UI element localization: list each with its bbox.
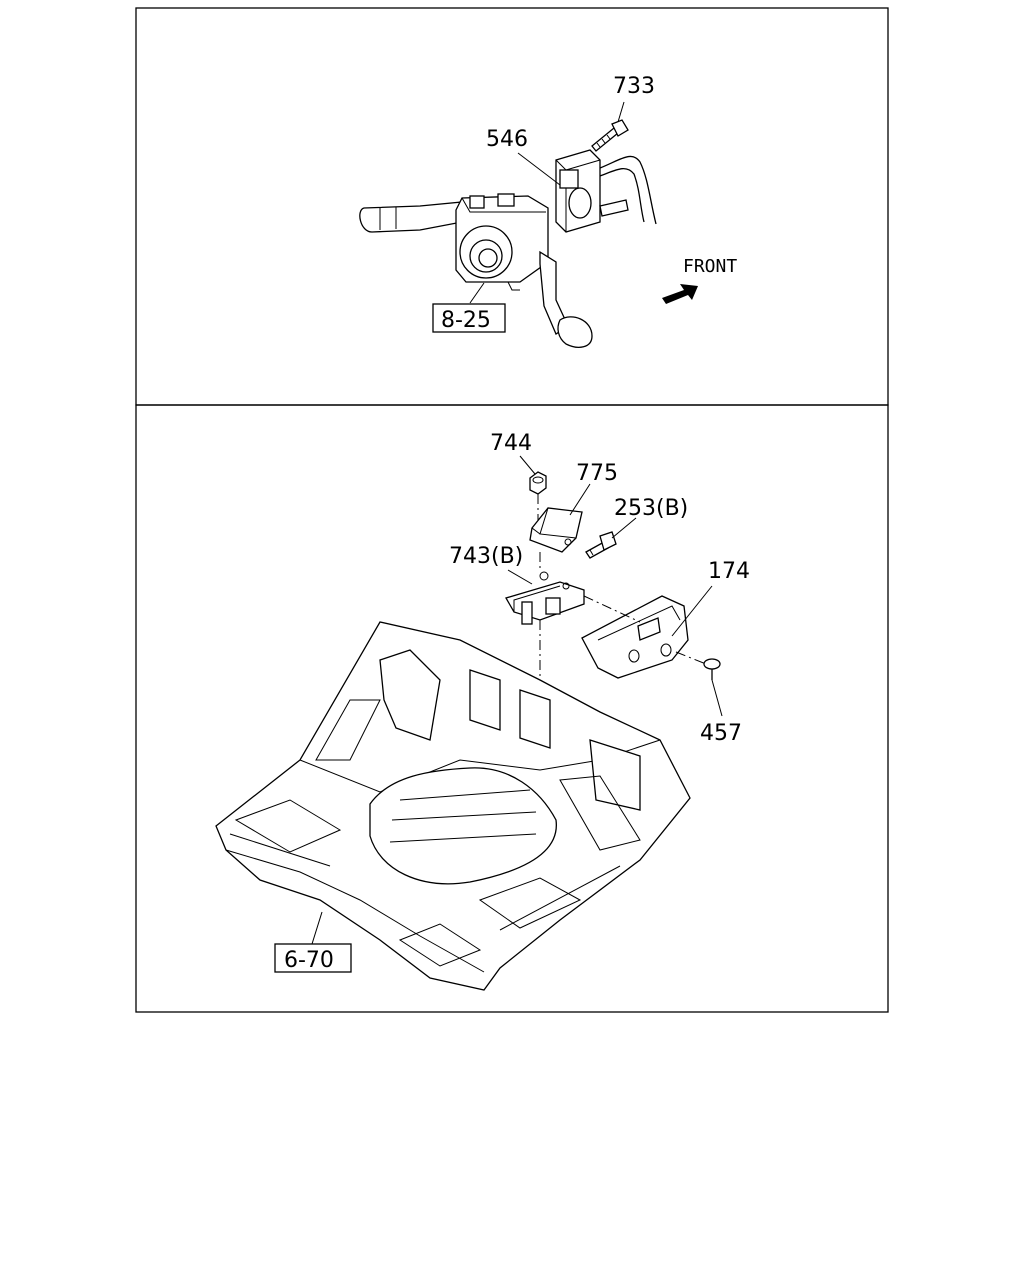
bracket-743b xyxy=(505,571,585,625)
leader-6-70 xyxy=(311,911,323,945)
label-253b: 253(B) xyxy=(614,496,688,521)
bolt-733 xyxy=(591,119,629,152)
leader-744 xyxy=(519,455,536,475)
leader-457 xyxy=(711,679,723,717)
front-arrow-icon xyxy=(662,284,698,304)
leader-775 xyxy=(569,483,591,516)
leader-174 xyxy=(671,585,713,637)
clip-457 xyxy=(703,658,721,680)
bottom-panel-frame xyxy=(135,404,889,1013)
bottom-panel: 744 775 253(B) 743(B) xyxy=(135,404,889,1013)
ref-box-6-70 xyxy=(274,943,352,973)
top-panel: 733 546 xyxy=(135,7,889,406)
ref-label-8-25: 8-25 xyxy=(441,308,491,333)
cover-174 xyxy=(581,595,689,679)
bolt-253b xyxy=(585,531,617,559)
label-744: 744 xyxy=(490,431,532,456)
floor-pan-6-70 xyxy=(215,621,691,991)
module-775 xyxy=(529,507,583,553)
combination-switch xyxy=(359,193,593,348)
leader-8-25 xyxy=(469,282,485,304)
label-457: 457 xyxy=(700,721,742,746)
leader-546 xyxy=(517,152,561,186)
label-775: 775 xyxy=(576,461,618,486)
leader-253b xyxy=(611,517,637,539)
sensor-546 xyxy=(555,149,657,233)
nut-744 xyxy=(529,471,547,495)
label-743b: 743(B) xyxy=(449,544,523,569)
ref-label-6-70: 6-70 xyxy=(284,948,334,973)
ref-box-8-25 xyxy=(432,303,506,333)
label-733: 733 xyxy=(613,74,655,99)
leader-743b xyxy=(507,569,533,585)
front-label: FRONT xyxy=(683,256,737,277)
leader-733 xyxy=(617,101,625,123)
label-174: 174 xyxy=(708,559,750,584)
label-546: 546 xyxy=(486,127,528,152)
